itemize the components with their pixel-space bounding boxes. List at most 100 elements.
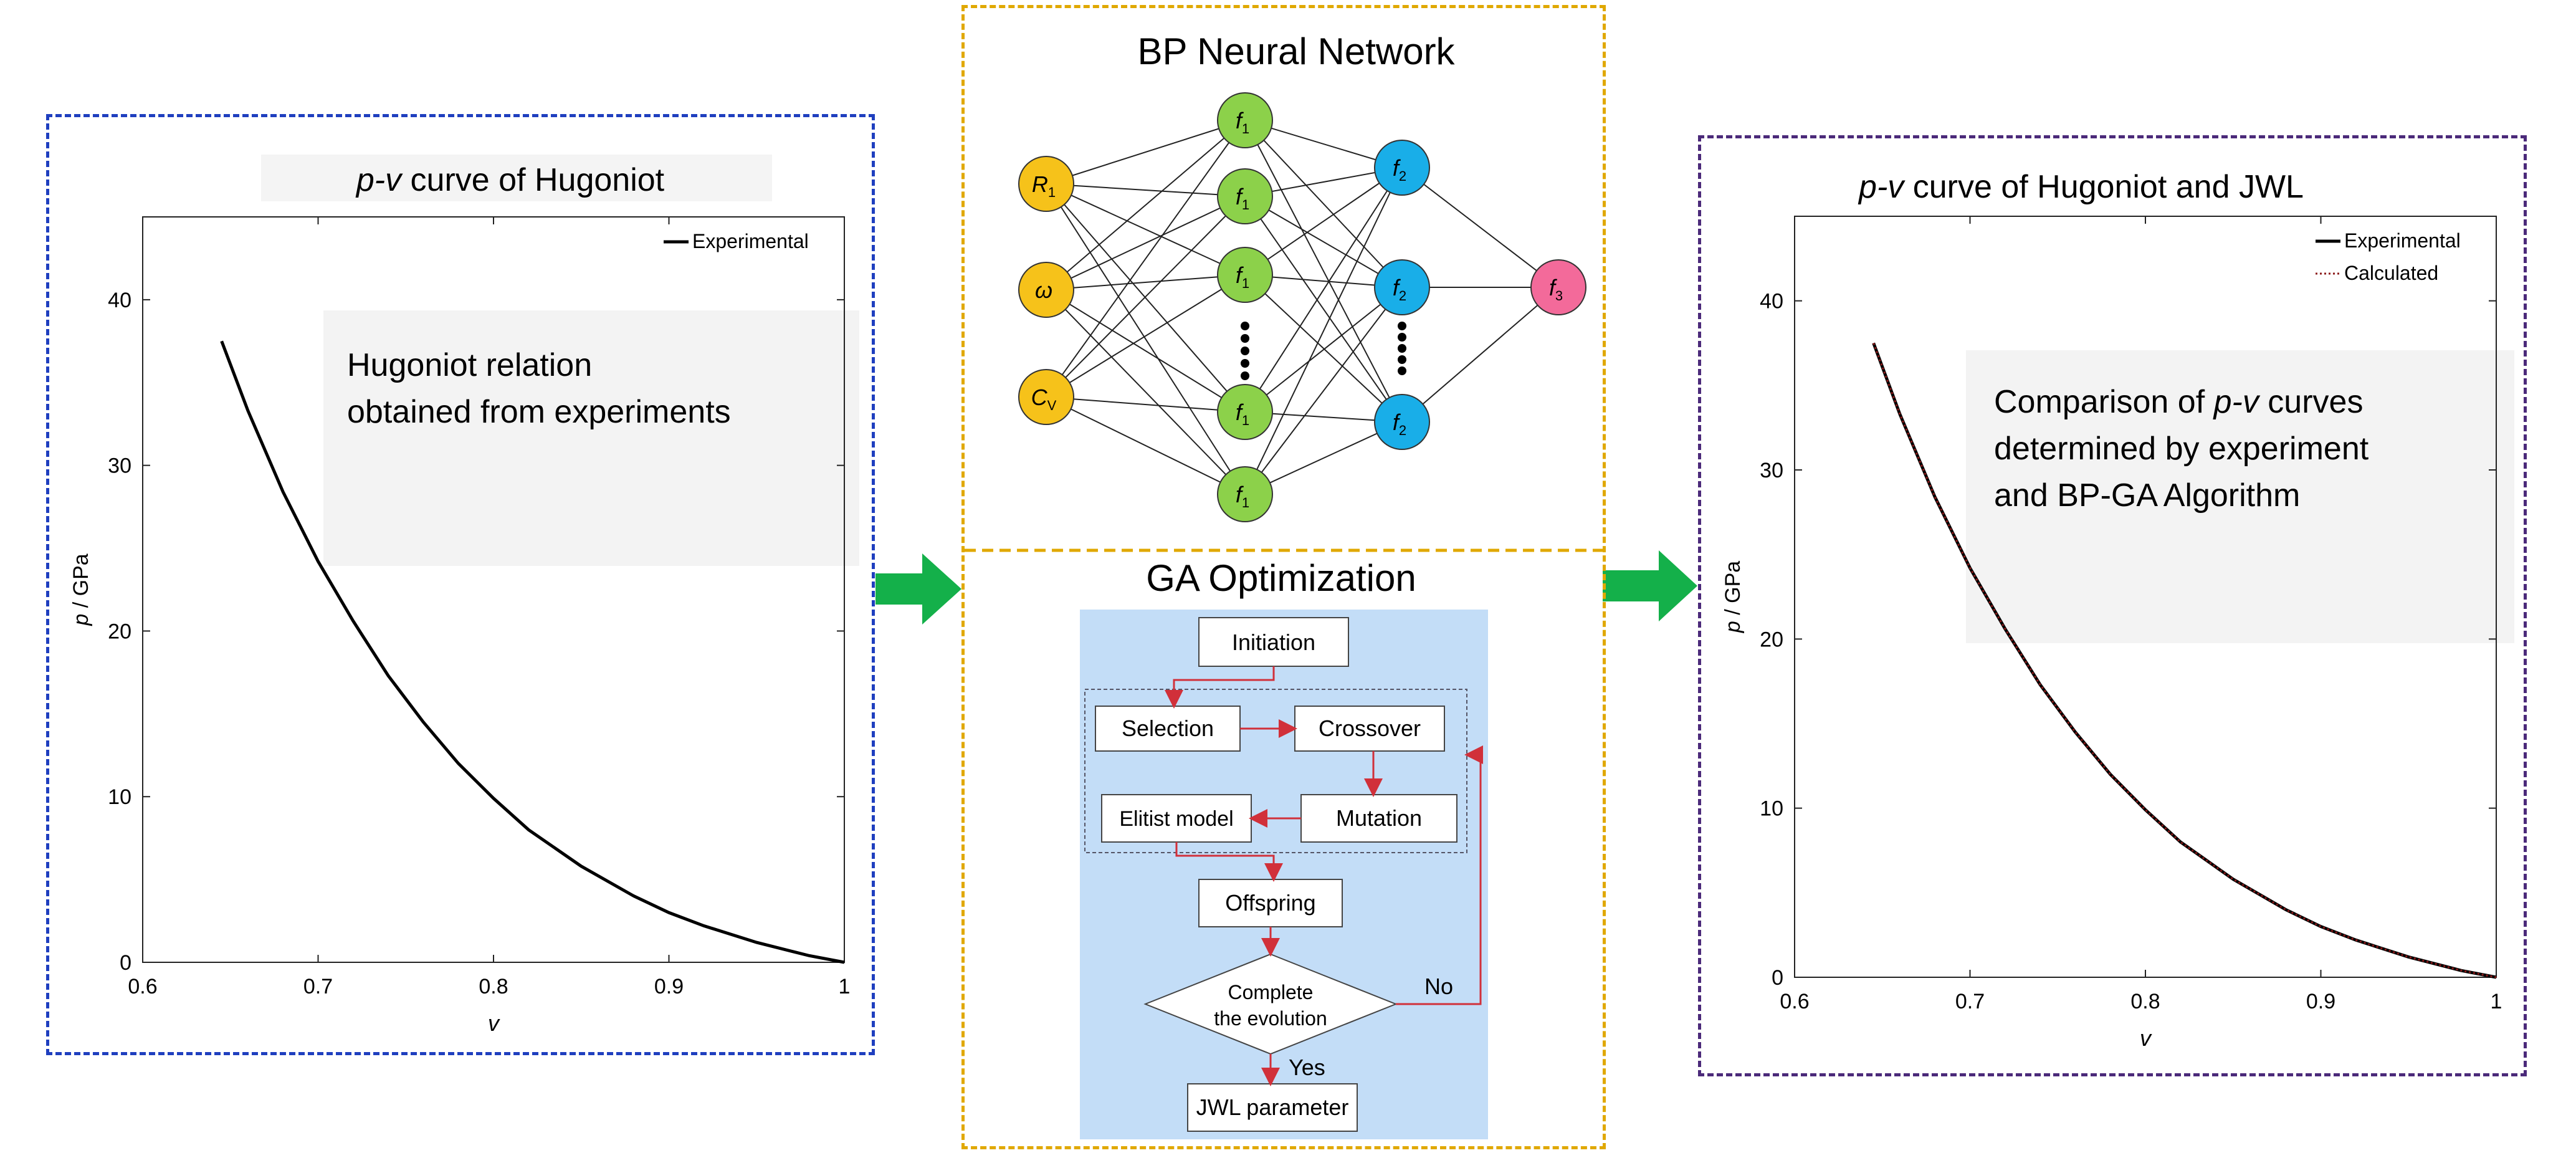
series-line-calculated bbox=[1872, 342, 2497, 979]
y-tick-label: 0 bbox=[1772, 966, 1783, 990]
offspring-label: Offspring bbox=[1225, 890, 1315, 916]
crossover-label: Crossover bbox=[1319, 716, 1421, 741]
network-edge bbox=[1244, 167, 1403, 413]
arrow-left-to-middle bbox=[875, 553, 961, 625]
x-tick-label: 1 bbox=[2491, 990, 2502, 1013]
y-tick-label: 30 bbox=[108, 454, 131, 478]
hidden1-node bbox=[1217, 384, 1273, 440]
input-node bbox=[1018, 156, 1074, 212]
network-edge bbox=[1046, 120, 1246, 184]
network-edge bbox=[1401, 167, 1559, 288]
y-tick-label: 20 bbox=[1760, 628, 1783, 651]
right-plot-area bbox=[1872, 342, 2497, 979]
y-tick-label: 10 bbox=[108, 785, 131, 809]
green-arrow-icon bbox=[1603, 550, 1697, 621]
green-arrow-icon bbox=[875, 553, 961, 625]
input-node-label: CV bbox=[1031, 385, 1057, 413]
right-annotation-line3: and BP-GA Algorithm bbox=[1994, 477, 2300, 514]
input-node-label: R1 bbox=[1032, 171, 1056, 200]
hidden1-node bbox=[1217, 168, 1273, 224]
ellipsis-dot bbox=[1241, 334, 1249, 343]
ellipsis-dot bbox=[1398, 366, 1406, 375]
decision-label-line2: the evolution bbox=[1214, 1007, 1327, 1030]
ellipsis-dot bbox=[1398, 322, 1406, 330]
network-edge bbox=[1046, 289, 1246, 413]
hidden1-node bbox=[1217, 92, 1273, 148]
input-node bbox=[1018, 369, 1074, 425]
network-edge bbox=[1046, 120, 1246, 398]
connector-elitist-offspring bbox=[1175, 842, 1283, 882]
network-edge bbox=[1401, 287, 1559, 423]
left-chart-title: p-v curve of Hugoniot bbox=[355, 162, 665, 198]
decision-label-line1: Complete bbox=[1228, 981, 1314, 1003]
output-node bbox=[1530, 259, 1586, 315]
x-axis-label: v bbox=[488, 1010, 500, 1036]
series-line-experimental bbox=[220, 340, 845, 964]
left-chart-svg: p-v curve of Hugoniot Hugoniot relation … bbox=[69, 155, 859, 1036]
jwl-parameter-box bbox=[1187, 1083, 1358, 1132]
yes-label: Yes bbox=[1289, 1055, 1325, 1080]
network-edge bbox=[1046, 196, 1246, 398]
selection-label: Selection bbox=[1122, 716, 1214, 741]
ga-loop-box bbox=[1084, 689, 1467, 853]
network-edges bbox=[1046, 120, 1559, 495]
x-tick-label: 0.7 bbox=[303, 975, 333, 998]
hidden2-node bbox=[1374, 394, 1430, 450]
y-tick-label: 20 bbox=[108, 620, 131, 643]
jwl-parameter-label: JWL parameter bbox=[1196, 1094, 1349, 1120]
hidden1-node bbox=[1217, 247, 1273, 303]
ellipsis-dot bbox=[1241, 371, 1249, 380]
ellipsis-dot bbox=[1398, 333, 1406, 342]
ellipsis-dot bbox=[1398, 344, 1406, 353]
network-edge bbox=[1046, 274, 1246, 290]
flow-connectors bbox=[1165, 666, 1483, 1086]
left-annotation-bg bbox=[323, 310, 859, 566]
y-axis-label: p / GPa bbox=[1721, 561, 1745, 633]
network-edge bbox=[1046, 183, 1246, 495]
network-edge bbox=[1244, 287, 1403, 495]
x-tick-label: 0.8 bbox=[2130, 990, 2160, 1013]
y-tick-label: 30 bbox=[1760, 459, 1783, 482]
y-tick-label: 0 bbox=[120, 951, 131, 975]
initiation-box bbox=[1198, 617, 1349, 667]
network-edge bbox=[1244, 167, 1403, 275]
y-tick-label: 40 bbox=[1760, 290, 1783, 313]
network-edge bbox=[1244, 120, 1403, 288]
network-edge bbox=[1046, 183, 1246, 197]
middle-diagram-svg: BP Neural Network R1ωCVf1f1f1f1f1f2f2f2f… bbox=[965, 31, 1603, 1139]
network-edge bbox=[1244, 287, 1403, 413]
right-chart-title: p-v curve of Hugoniot and JWL bbox=[1858, 169, 2304, 205]
x-tick-label: 0.8 bbox=[479, 975, 508, 998]
network-edge bbox=[1046, 183, 1246, 413]
left-title-bg bbox=[261, 155, 772, 201]
arrow-middle-to-right bbox=[1603, 550, 1697, 621]
hidden2-node bbox=[1374, 140, 1430, 196]
legend-label: Calculated bbox=[2344, 262, 2438, 284]
initiation-label: Initiation bbox=[1232, 629, 1315, 655]
crossover-box bbox=[1294, 706, 1445, 752]
x-axis-label: v bbox=[2140, 1025, 2152, 1051]
connector-no-loop bbox=[1396, 745, 1483, 1005]
offspring-box bbox=[1198, 879, 1343, 927]
right-panel: p-v curve of Hugoniot and JWL Comparison… bbox=[1698, 135, 2527, 1076]
network-edge bbox=[1046, 196, 1246, 290]
ellipsis-dot bbox=[1241, 347, 1249, 355]
right-annotation-line1: Comparison of p-v curves bbox=[1994, 384, 2363, 420]
x-tick-label: 0.7 bbox=[1955, 990, 1985, 1013]
legend-label: Experimental bbox=[692, 230, 809, 252]
network-edge bbox=[1244, 421, 1403, 495]
network-edge bbox=[1244, 196, 1403, 288]
x-tick-label: 0.9 bbox=[654, 975, 684, 998]
x-tick-label: 0.6 bbox=[128, 975, 157, 998]
ellipsis-dot bbox=[1241, 359, 1249, 368]
right-chart-svg: p-v curve of Hugoniot and JWL Comparison… bbox=[1721, 169, 2514, 1051]
network-edge bbox=[1244, 120, 1403, 423]
x-tick-label: 1 bbox=[839, 975, 851, 998]
legend-label: Experimental bbox=[2344, 229, 2461, 252]
left-annotation-line1: Hugoniot relation bbox=[347, 347, 592, 383]
x-tick-label: 0.9 bbox=[2306, 990, 2335, 1013]
ellipsis-dot bbox=[1398, 355, 1406, 364]
